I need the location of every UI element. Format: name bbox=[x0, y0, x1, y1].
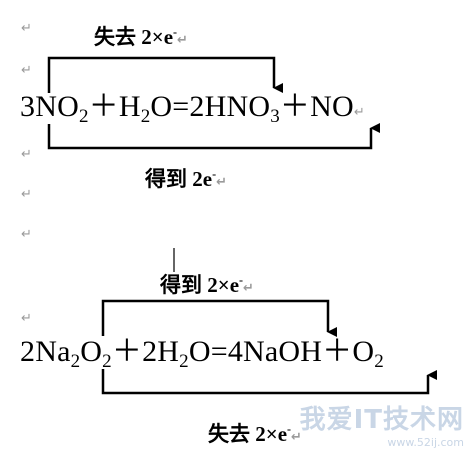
reaction1-bottom-label: 得到 2e-↵ bbox=[145, 167, 227, 191]
reaction2-equation: 2Na2O2＋2H2O=4NaOH＋O2 bbox=[20, 335, 384, 372]
paragraph-mark: ↵ bbox=[21, 21, 32, 36]
watermark-url: www.52ij.com bbox=[387, 436, 464, 449]
paragraph-mark: ↵ bbox=[21, 187, 32, 202]
reaction1-bottom-arrow bbox=[47, 123, 380, 150]
paragraph-mark: ↵ bbox=[21, 227, 32, 242]
reaction1-top-label: 失去 2×e-↵ bbox=[94, 25, 188, 49]
reaction1-equation: 3NO2＋H2O=2HNO3＋NO↵ bbox=[20, 90, 365, 127]
reaction2-top-arrow bbox=[101, 299, 337, 337]
reaction2-top-label: 得到 2×e-↵ bbox=[160, 273, 254, 297]
paragraph-mark: ↵ bbox=[21, 311, 32, 326]
paragraph-mark: ↵ bbox=[21, 63, 32, 78]
watermark: 我爱IT技术网 www.52ij.com bbox=[300, 399, 464, 449]
reaction1-top-arrow bbox=[47, 56, 283, 93]
reaction2-bottom-label: 失去 2×e-↵ bbox=[208, 422, 302, 446]
watermark-text: 我爱IT技术网 bbox=[299, 405, 464, 435]
paragraph-mark: ↵ bbox=[21, 147, 32, 162]
reaction2-bottom-arrow bbox=[101, 369, 437, 395]
